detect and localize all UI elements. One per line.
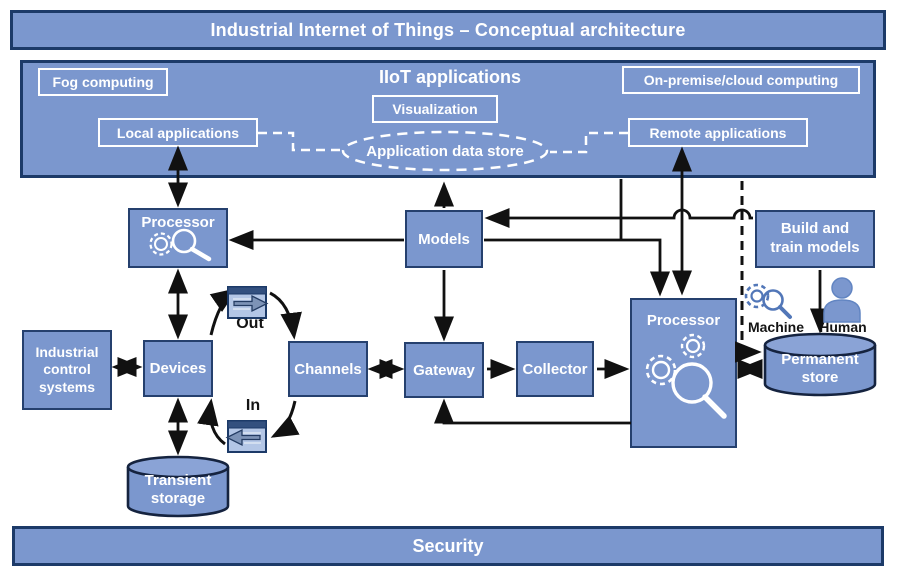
diagram-title: Industrial Internet of Things – Conceptu… [210, 19, 686, 40]
human-icon [823, 277, 861, 323]
processor-analytics-box: Processor [630, 298, 737, 448]
processor-edge-label: Processor [141, 214, 215, 231]
collector-box: Collector [516, 341, 594, 397]
iiot-panel-title: IIoT applications [378, 66, 521, 87]
build-train-models-box: Build and train models [755, 210, 875, 268]
human-label: Human [819, 319, 867, 335]
application-data-store-label: Application data store [366, 142, 524, 160]
machine-label: Machine [747, 319, 804, 335]
on-premise-cloud-computing-box: On-premise/cloud computing [622, 66, 860, 94]
message-in-icon [225, 420, 267, 453]
visualization-box: Visualization [372, 95, 498, 123]
models-box: Models [405, 210, 483, 268]
processor-edge-box: Processor [128, 208, 228, 268]
fog-computing-box: Fog computing [38, 68, 168, 96]
gateway-box: Gateway [404, 342, 484, 398]
machine-icon [744, 283, 792, 319]
remote-applications-box: Remote applications [628, 118, 808, 147]
title-banner: Industrial Internet of Things – Conceptu… [10, 10, 886, 50]
transient-storage-label: Transient storage [144, 472, 212, 507]
security-banner: Security [12, 526, 884, 566]
processor-analytics-label: Processor [646, 312, 721, 329]
in-label: In [245, 397, 261, 414]
devices-box: Devices [143, 340, 213, 397]
out-label: Out [236, 315, 264, 332]
industrial-control-systems-box: Industrial control systems [22, 330, 112, 410]
security-title: Security [412, 535, 484, 556]
channels-box: Channels [288, 341, 368, 397]
local-applications-box: Local applications [98, 118, 258, 147]
permanent-store-label: Permanent store [781, 351, 859, 386]
